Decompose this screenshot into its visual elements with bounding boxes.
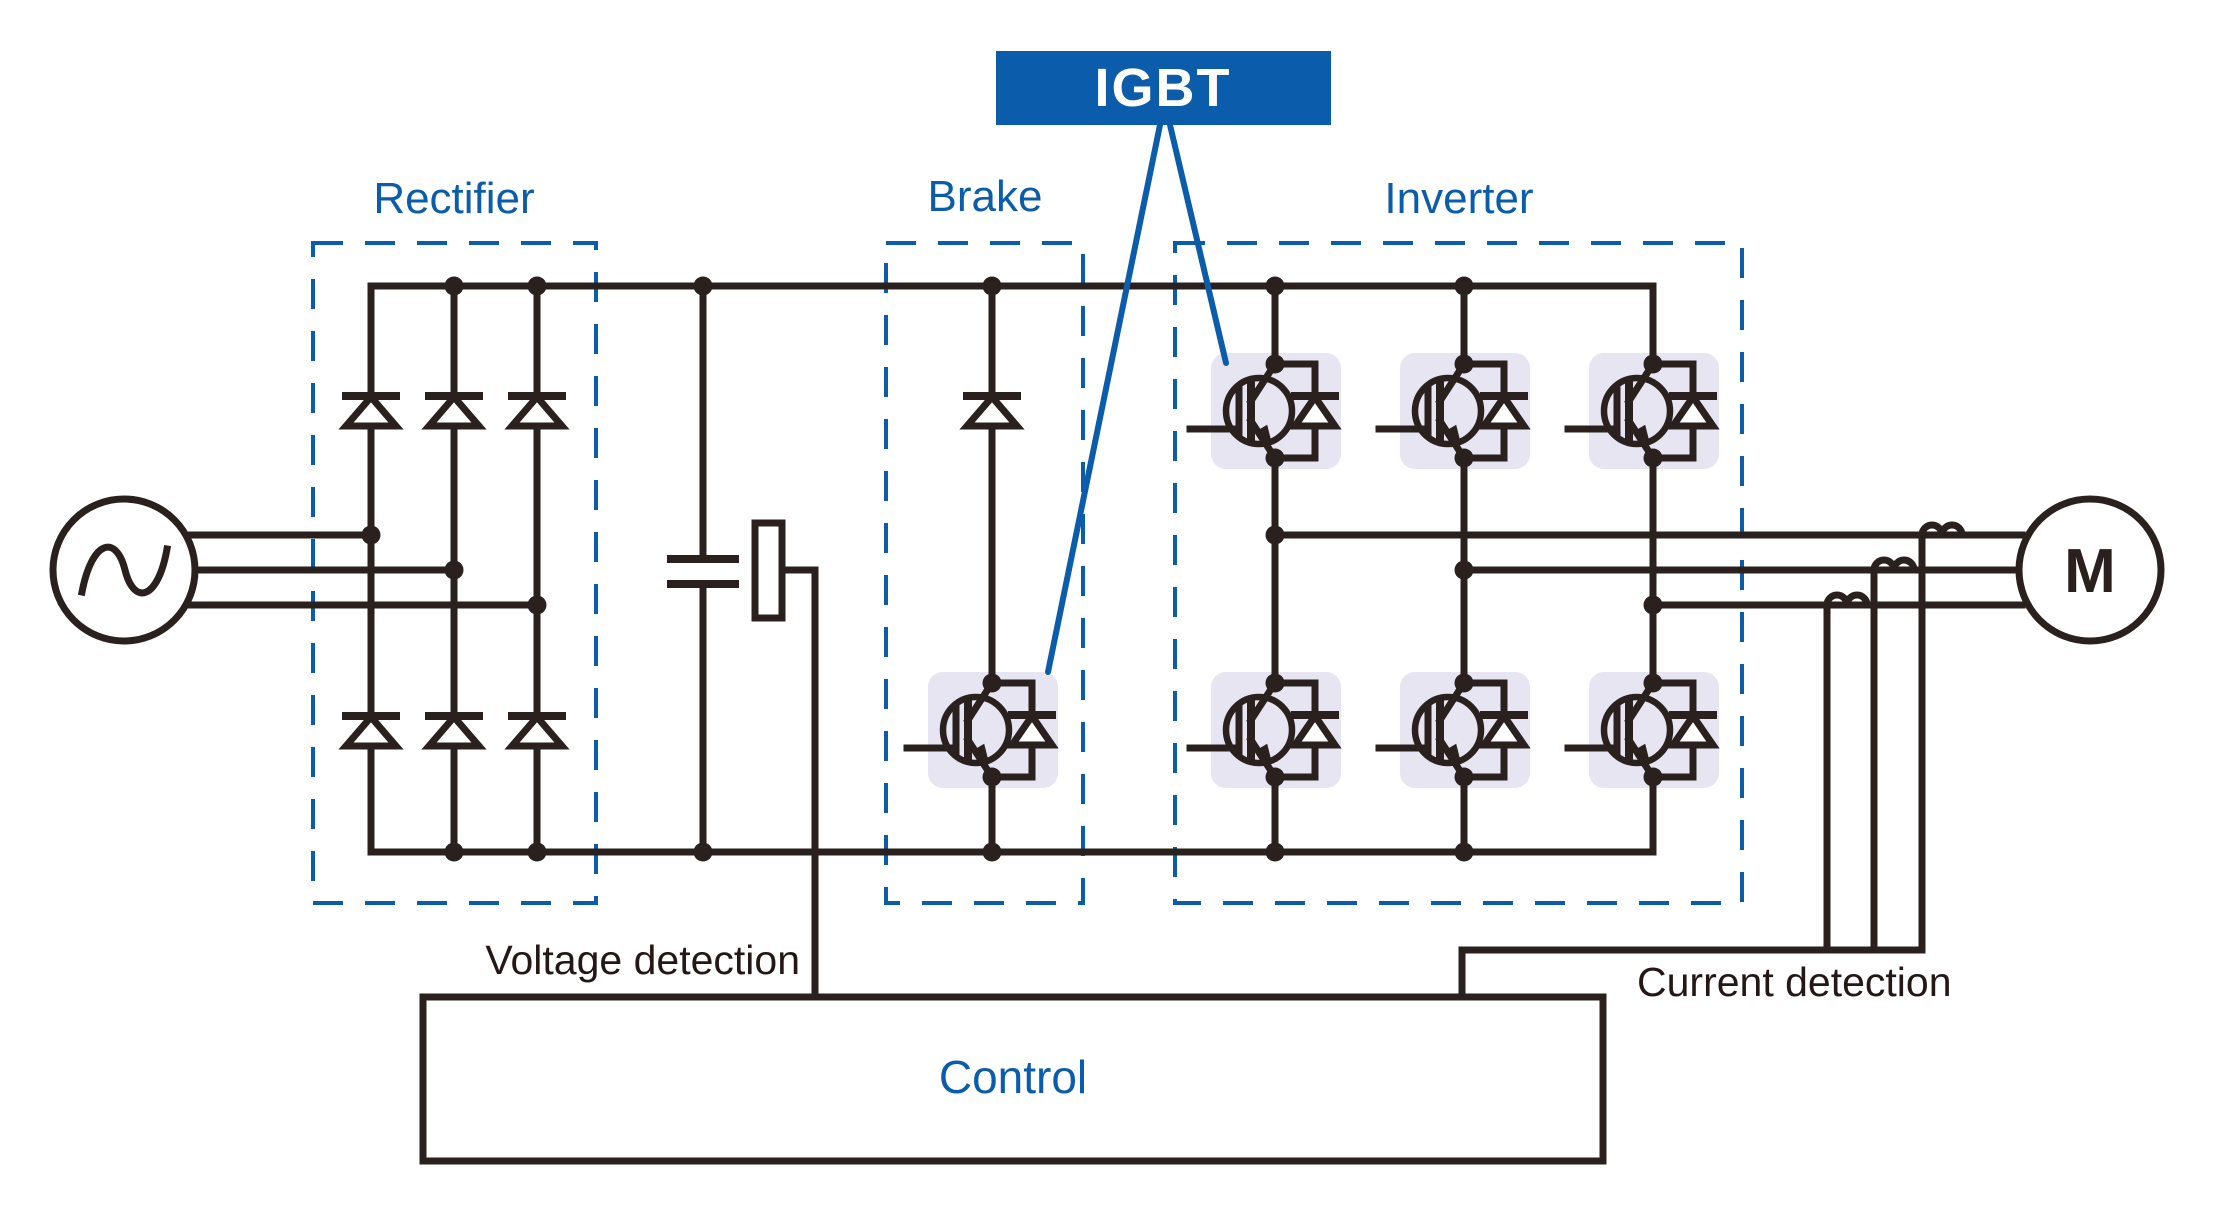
current-detection-label: Current detection [1637, 959, 1952, 1005]
igbt-inverter-bottom-3-icon [1568, 672, 1719, 788]
voltage-detection-wire [778, 566, 819, 1001]
voltage-detection-label: Voltage detection [485, 937, 800, 983]
igbt-brake-icon [907, 672, 1058, 788]
igbt-callout-box [996, 51, 1331, 125]
diode-icon [346, 716, 396, 746]
igbt-inverter-bottom-1-icon [1190, 672, 1341, 788]
motor-label: M [2064, 537, 2116, 606]
igbt-callout-label: IGBT [1095, 58, 1232, 118]
igbt-inverter-top-2-icon [1379, 353, 1530, 469]
voltage-sensor-icon [751, 519, 786, 622]
ac-source-icon [49, 495, 199, 645]
control-label: Control [939, 1051, 1087, 1103]
diode-icon [429, 716, 479, 746]
motor-icon: M [2015, 495, 2165, 645]
brake-box [884, 241, 1085, 905]
igbt-inverter-top-1-icon [1190, 353, 1341, 469]
diode-icon [512, 396, 562, 426]
junction-dots [361, 276, 1663, 862]
brake-diode-icon [967, 396, 1017, 426]
diode-icon [512, 716, 562, 746]
igbt-pointer-line-brake [1045, 122, 1163, 675]
capacitor-icon [667, 555, 739, 588]
igbt-inverter-bottom-2-icon [1379, 672, 1530, 788]
igbt-inverter-top-3-icon [1568, 353, 1719, 469]
rectifier-label: Rectifier [373, 174, 534, 223]
current-detection-wire [1458, 946, 1926, 1001]
igbt-pointer-line-inverter [1167, 122, 1229, 366]
inverter-label: Inverter [1384, 174, 1533, 223]
diode-icon [346, 396, 396, 426]
diode-icon [429, 396, 479, 426]
brake-label: Brake [928, 172, 1043, 221]
control-box [419, 993, 1607, 1165]
